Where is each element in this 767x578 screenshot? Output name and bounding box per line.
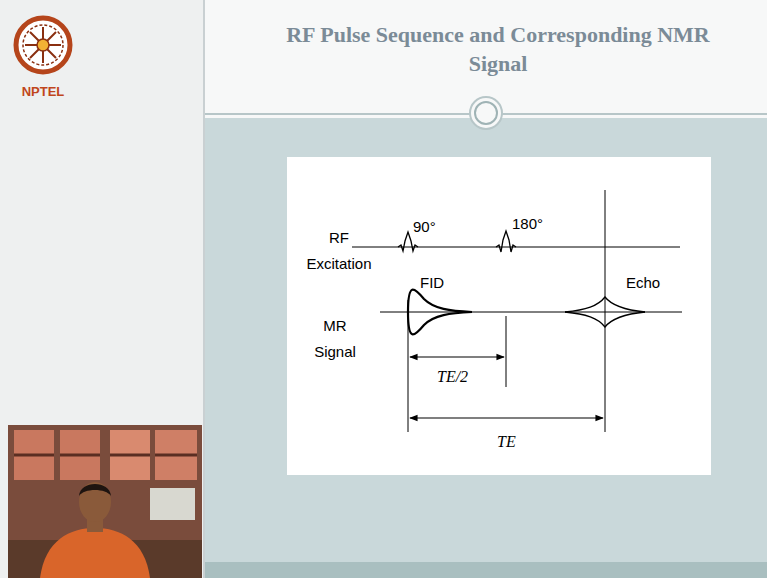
row-label: RF Excitation: [298, 225, 380, 277]
sidebar: [0, 0, 204, 578]
pulse-diagram: [352, 190, 682, 432]
time-label: TE: [497, 432, 516, 451]
pulse-180: [496, 231, 516, 252]
header-ornament: [470, 97, 502, 129]
footer-band: [205, 562, 767, 578]
sidebar-divider: [203, 0, 205, 578]
time-marker: [506, 316, 507, 387]
dimension-arrow: [410, 417, 603, 418]
webcam-feed: [8, 425, 202, 578]
row-label: MR Signal: [303, 313, 367, 365]
nptel-logo: [16, 18, 70, 72]
fid-lower: [408, 312, 472, 334]
time-marker: [605, 190, 606, 432]
flip-angle: 180°: [512, 215, 543, 233]
figure-panel: [287, 157, 711, 475]
logo-text: NPTEL: [8, 84, 78, 100]
flip-angle: 90°: [413, 218, 436, 236]
dimension-arrow: [410, 356, 504, 357]
signal-label: Echo: [626, 274, 660, 292]
header-ornament-inner: [475, 102, 497, 124]
slide-title: RF Pulse Sequence and Corresponding NMR …: [286, 20, 710, 78]
signal-label: FID: [420, 274, 444, 292]
time-marker: [408, 300, 409, 432]
slide-ground: [205, 118, 767, 578]
mr-baseline: [380, 312, 682, 313]
fid-upper: [408, 290, 472, 312]
time-label: TE/2: [437, 367, 468, 386]
